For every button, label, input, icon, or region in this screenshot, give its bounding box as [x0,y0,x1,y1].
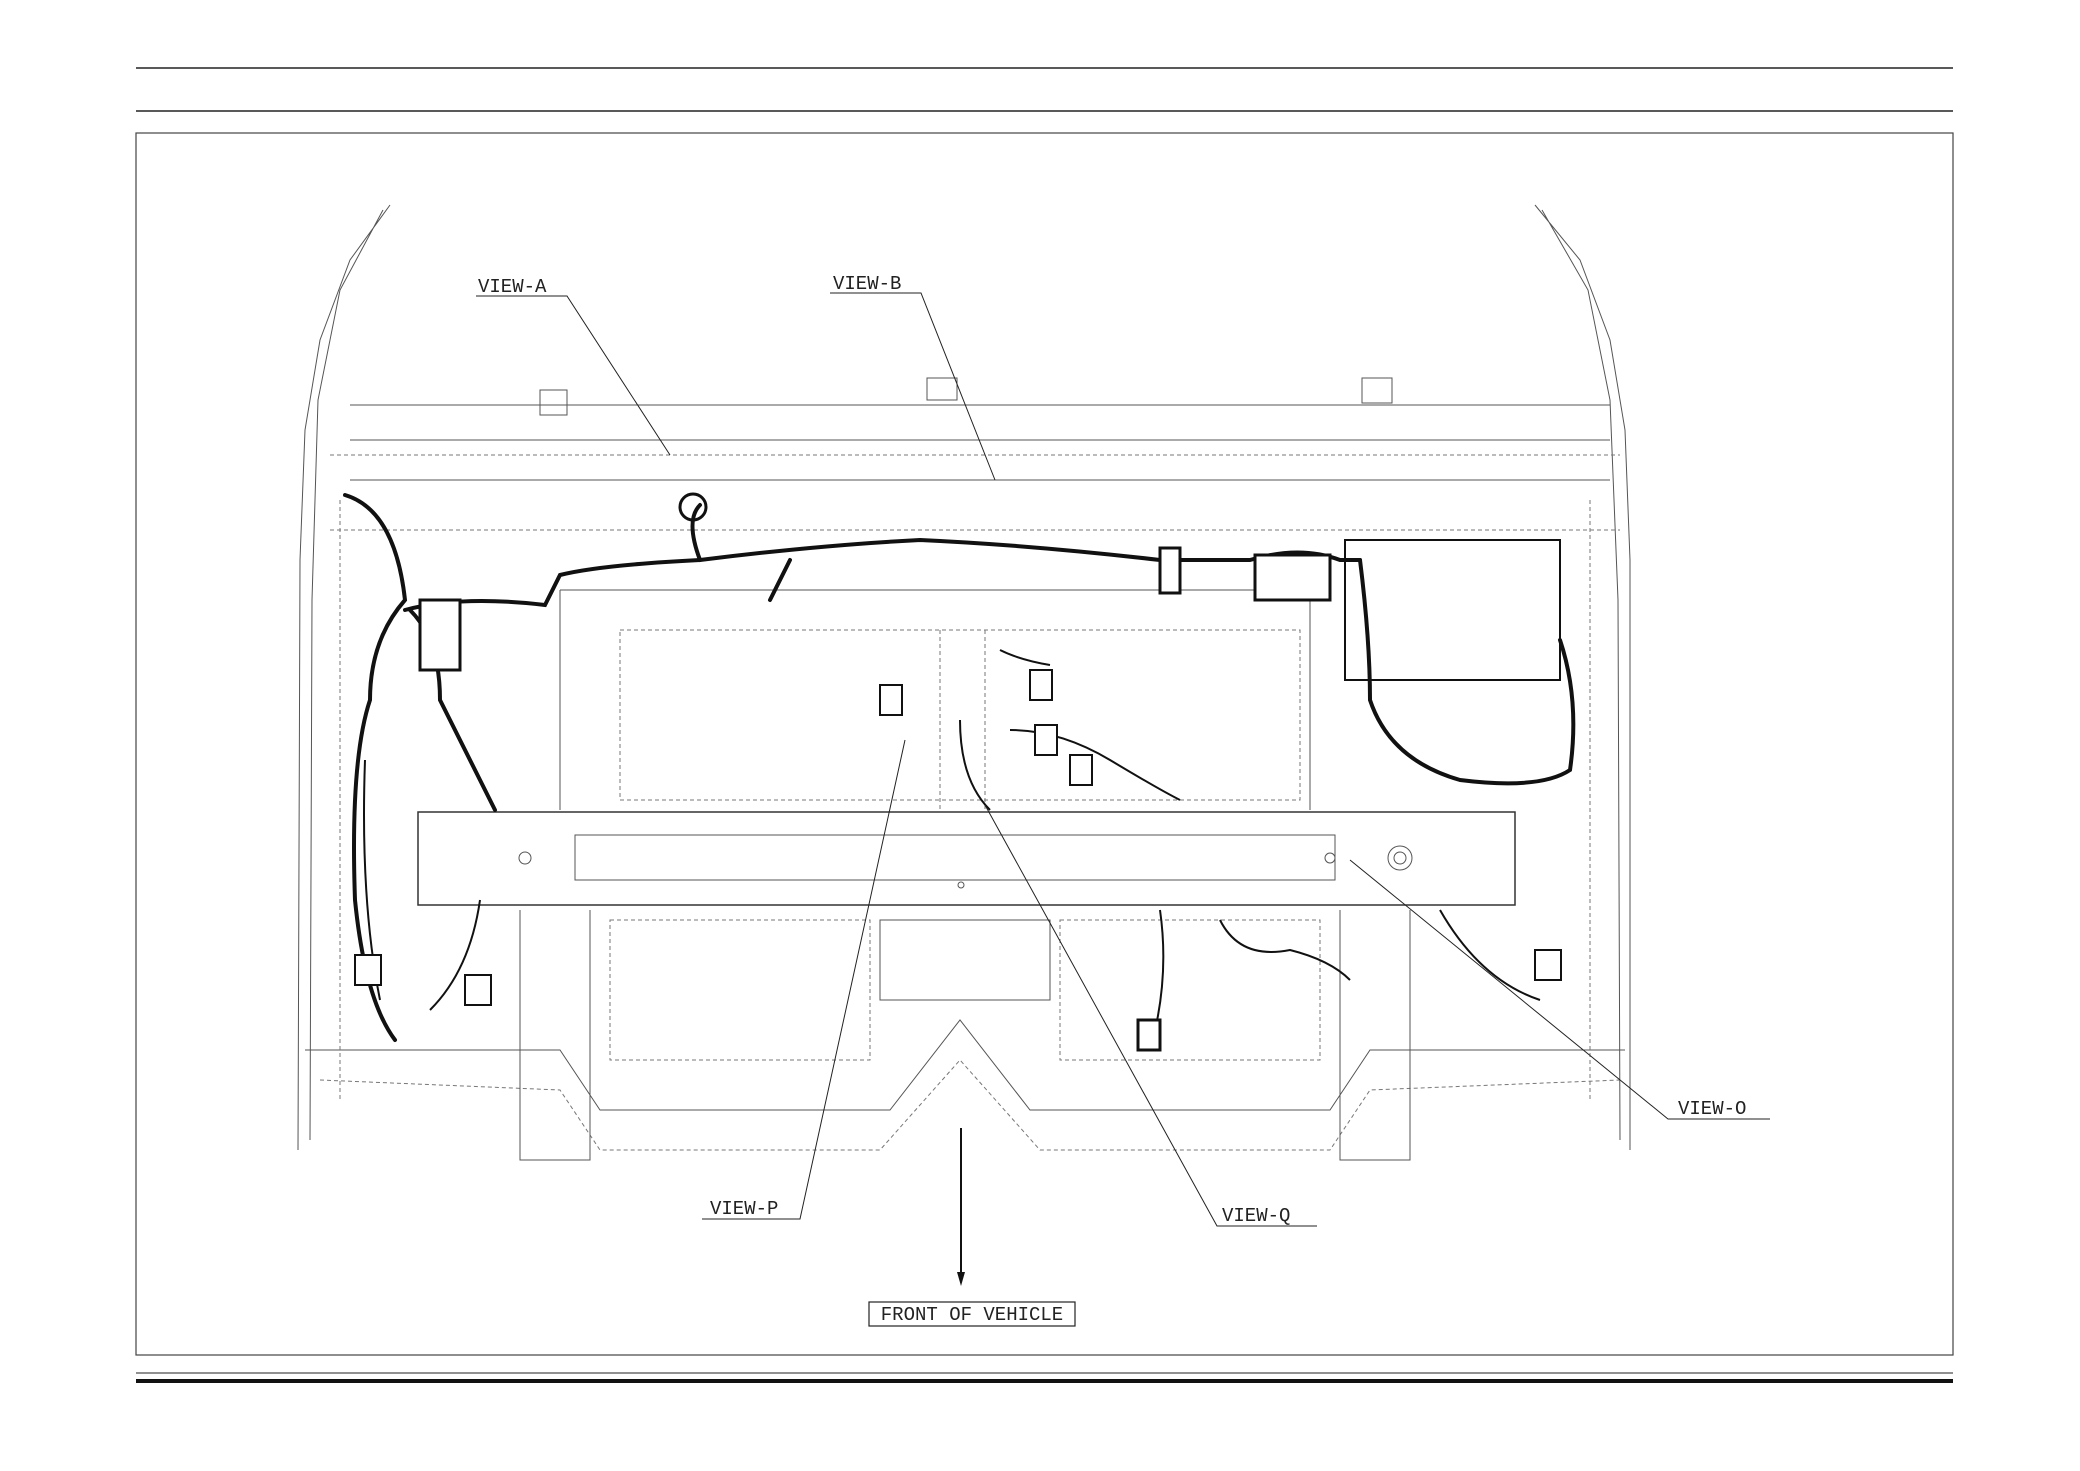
callout-label-view-a: VIEW-A [478,276,547,298]
callout-label-view-b: VIEW-B [833,273,901,295]
callout-view-o: VIEW-O [1349,859,1770,1120]
wiring-harness [343,492,1576,1052]
callout-view-b: VIEW-B [830,273,996,481]
callout-label-view-q: VIEW-Q [1222,1205,1290,1227]
callout-view-a: VIEW-A [476,276,671,456]
drawing-frame [135,132,1954,1356]
callout-label-view-p: VIEW-P [710,1198,778,1220]
front-of-vehicle-indicator: FRONT OF VEHICLE [868,1128,1076,1327]
vehicle-body-outline [297,204,1631,1161]
callout-label-view-o: VIEW-O [1678,1098,1746,1120]
callout-view-q: VIEW-Q [984,804,1317,1227]
front-of-vehicle-label: FRONT OF VEHICLE [881,1304,1063,1326]
front-crossmember [417,811,1516,906]
callout-view-p: VIEW-P [702,739,906,1220]
